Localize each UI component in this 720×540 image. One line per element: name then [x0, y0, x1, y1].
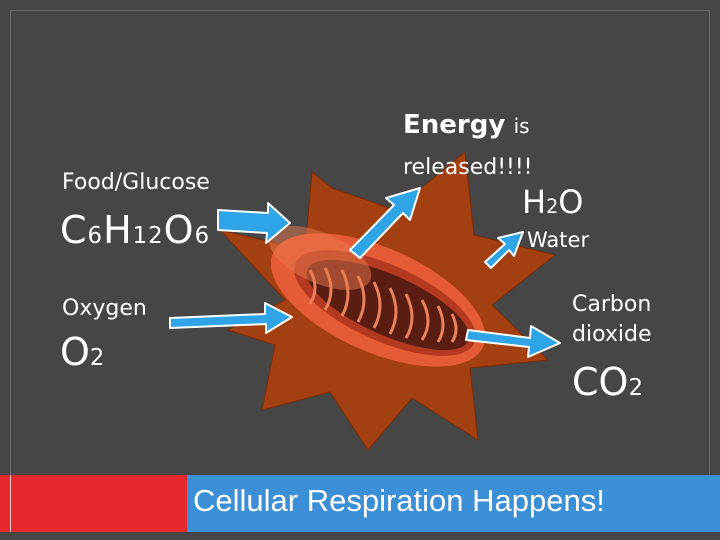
arrow-energy-out	[349, 187, 421, 259]
co2-label: Carbon dioxide	[572, 290, 652, 350]
co2-label-line2: dioxide	[572, 322, 652, 347]
footer-red-block	[0, 475, 187, 532]
glucose-c: C	[60, 208, 88, 252]
glucose-label: Food/Glucose	[62, 170, 210, 195]
footer-bar: Cellular Respiration Happens!	[0, 475, 720, 540]
footer-divider	[10, 475, 11, 532]
o2-o: O	[60, 330, 90, 374]
oxygen-formula: O2	[60, 330, 104, 374]
glucose-formula: C6H12O6	[60, 208, 210, 252]
glucose-h: H	[103, 208, 133, 252]
arrow-oxygen-in	[169, 302, 293, 334]
co2-co: CO	[572, 360, 629, 404]
glucose-h-count: 12	[132, 223, 164, 249]
water-formula: H2O	[522, 183, 583, 221]
glucose-c-count: 6	[87, 223, 104, 249]
o2-count: 2	[89, 345, 105, 371]
arrow-water-out	[484, 231, 524, 269]
released-text: released!!!!	[403, 155, 533, 180]
energy-heading: Energy is	[403, 110, 530, 140]
h2o-count: 2	[546, 195, 559, 218]
co2-formula: CO2	[572, 360, 643, 404]
arrow-glucose-in	[217, 202, 291, 244]
glucose-o-count: 6	[194, 223, 211, 249]
oxygen-label: Oxygen	[62, 296, 147, 321]
footer-title: Cellular Respiration Happens!	[193, 483, 605, 518]
mitochondrion-image	[268, 226, 486, 367]
co2-label-line1: Carbon	[572, 292, 652, 317]
h2o-o: O	[558, 183, 584, 221]
footer-blue-block	[187, 475, 720, 532]
arrow-co2-out	[465, 325, 561, 358]
h2o-h: H	[522, 183, 547, 221]
water-label: Water	[527, 228, 590, 252]
energy-is: is	[513, 114, 530, 138]
co2-count: 2	[628, 375, 643, 401]
energy-word: Energy	[403, 110, 506, 140]
glucose-o: O	[163, 208, 195, 252]
